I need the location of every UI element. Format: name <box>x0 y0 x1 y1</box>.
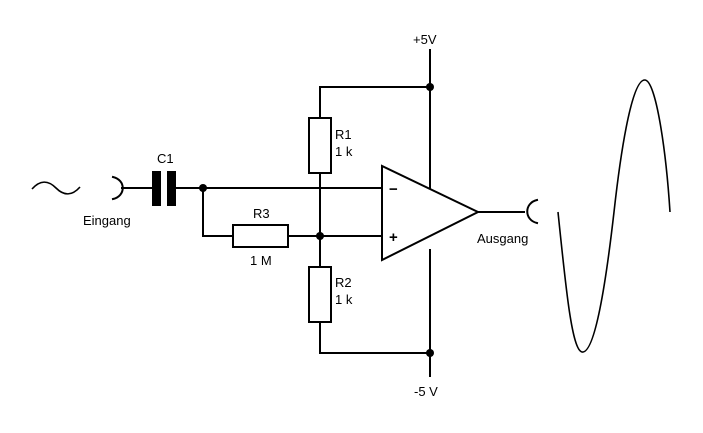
output-label: Ausgang <box>477 231 528 246</box>
capacitor-c1 <box>152 171 176 206</box>
r2-label: R2 <box>335 275 352 290</box>
supply-positive-label: +5V <box>413 32 437 47</box>
supply-negative-label: -5 V <box>414 384 438 399</box>
input-label: Eingang <box>83 213 131 228</box>
resistor-r1 <box>308 117 332 174</box>
wire-r1-top <box>319 86 431 119</box>
opamp-symbol <box>381 164 481 262</box>
r3-label: R3 <box>253 206 270 221</box>
r1-label: R1 <box>335 127 352 142</box>
input-signal-wave <box>31 181 81 195</box>
output-signal-wave <box>557 79 671 353</box>
resistor-r2 <box>308 266 332 323</box>
wire-r2-bottom <box>319 321 431 354</box>
r1-value: 1 k <box>335 144 353 159</box>
resistor-r3 <box>232 224 289 248</box>
opamp-noninverting-sign: + <box>389 229 398 246</box>
output-jack-icon <box>526 198 539 225</box>
c1-label: C1 <box>157 151 174 166</box>
opamp-inverting-sign: − <box>389 181 398 198</box>
r2-value: 1 k <box>335 292 353 307</box>
wire-to-r3 <box>202 187 234 237</box>
r3-value: 1 M <box>250 253 272 268</box>
